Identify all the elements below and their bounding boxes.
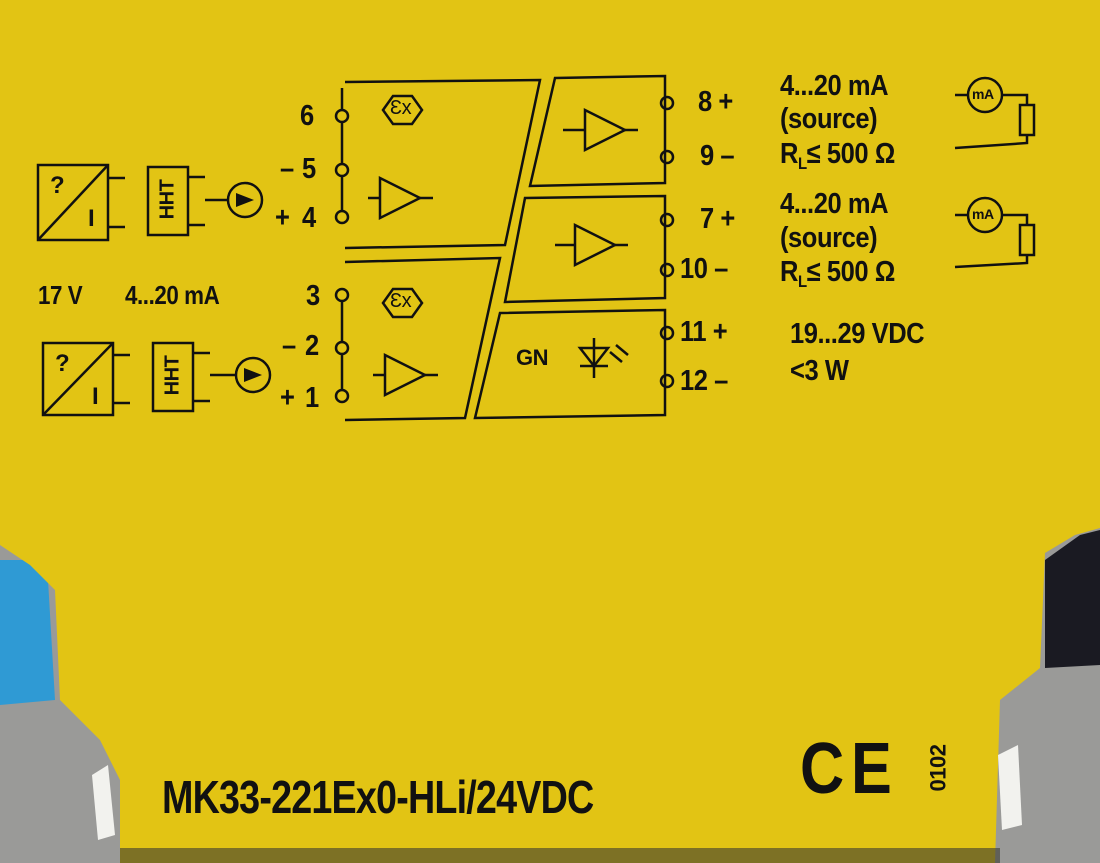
terminal-5-sign: – xyxy=(280,153,294,185)
terminal-2-label: 2 xyxy=(305,330,319,362)
transmitter-i-glyph-2: I xyxy=(92,383,99,410)
terminal-4-label: 4 xyxy=(302,202,316,234)
terminal-5-label: 5 xyxy=(302,153,316,185)
ex-icon: Ɛx xyxy=(390,97,412,119)
terminal-2-sign: – xyxy=(282,330,296,362)
ex-icon-2: Ɛx xyxy=(390,290,412,312)
hart-icon: HHT xyxy=(156,179,179,220)
output-2-load: RL≤ 500 Ω xyxy=(780,256,895,291)
transmitter-icon: ? xyxy=(50,172,65,199)
notified-body-number: 0102 xyxy=(925,744,951,792)
output-1-mode: (source) xyxy=(780,103,878,135)
terminal-4-sign: + xyxy=(275,202,290,234)
milliammeter-icon: mA xyxy=(972,86,994,102)
terminal-3-label: 3 xyxy=(306,280,320,312)
supply-voltage-label: 17 V xyxy=(38,280,83,310)
led-color-label: GN xyxy=(516,345,549,370)
output-2-range: 4...20 mA xyxy=(780,188,889,220)
current-range-label: 4...20 mA xyxy=(125,280,220,310)
terminal-6-label: 6 xyxy=(300,100,314,132)
terminal-8-label: 8 + xyxy=(698,86,733,118)
milliammeter-icon-2: mA xyxy=(972,206,994,222)
hart-icon-2: HHT xyxy=(161,355,184,396)
output-1-load: RL≤ 500 Ω xyxy=(780,138,895,173)
terminal-11-label: 11 + xyxy=(680,316,728,348)
transmitter-i-glyph: I xyxy=(88,205,95,232)
terminal-12-label: 12 – xyxy=(680,365,728,397)
ce-mark-icon: CE xyxy=(800,729,899,809)
power-consumption: <3 W xyxy=(790,355,849,387)
terminal-1-sign: + xyxy=(280,382,295,414)
terminal-1-label: 1 xyxy=(305,382,319,414)
terminal-9-label: 9 – xyxy=(700,140,735,172)
output-1-range: 4...20 mA xyxy=(780,70,889,102)
output-2-mode: (source) xyxy=(780,222,878,254)
terminal-7-label: 7 + xyxy=(700,203,735,235)
transmitter-icon-2: ? xyxy=(55,350,70,377)
supply-voltage-range: 19...29 VDC xyxy=(790,318,925,350)
terminal-10-label: 10 – xyxy=(680,253,728,285)
model-number: MK33-221Ex0-HLi/24VDC xyxy=(162,771,594,823)
